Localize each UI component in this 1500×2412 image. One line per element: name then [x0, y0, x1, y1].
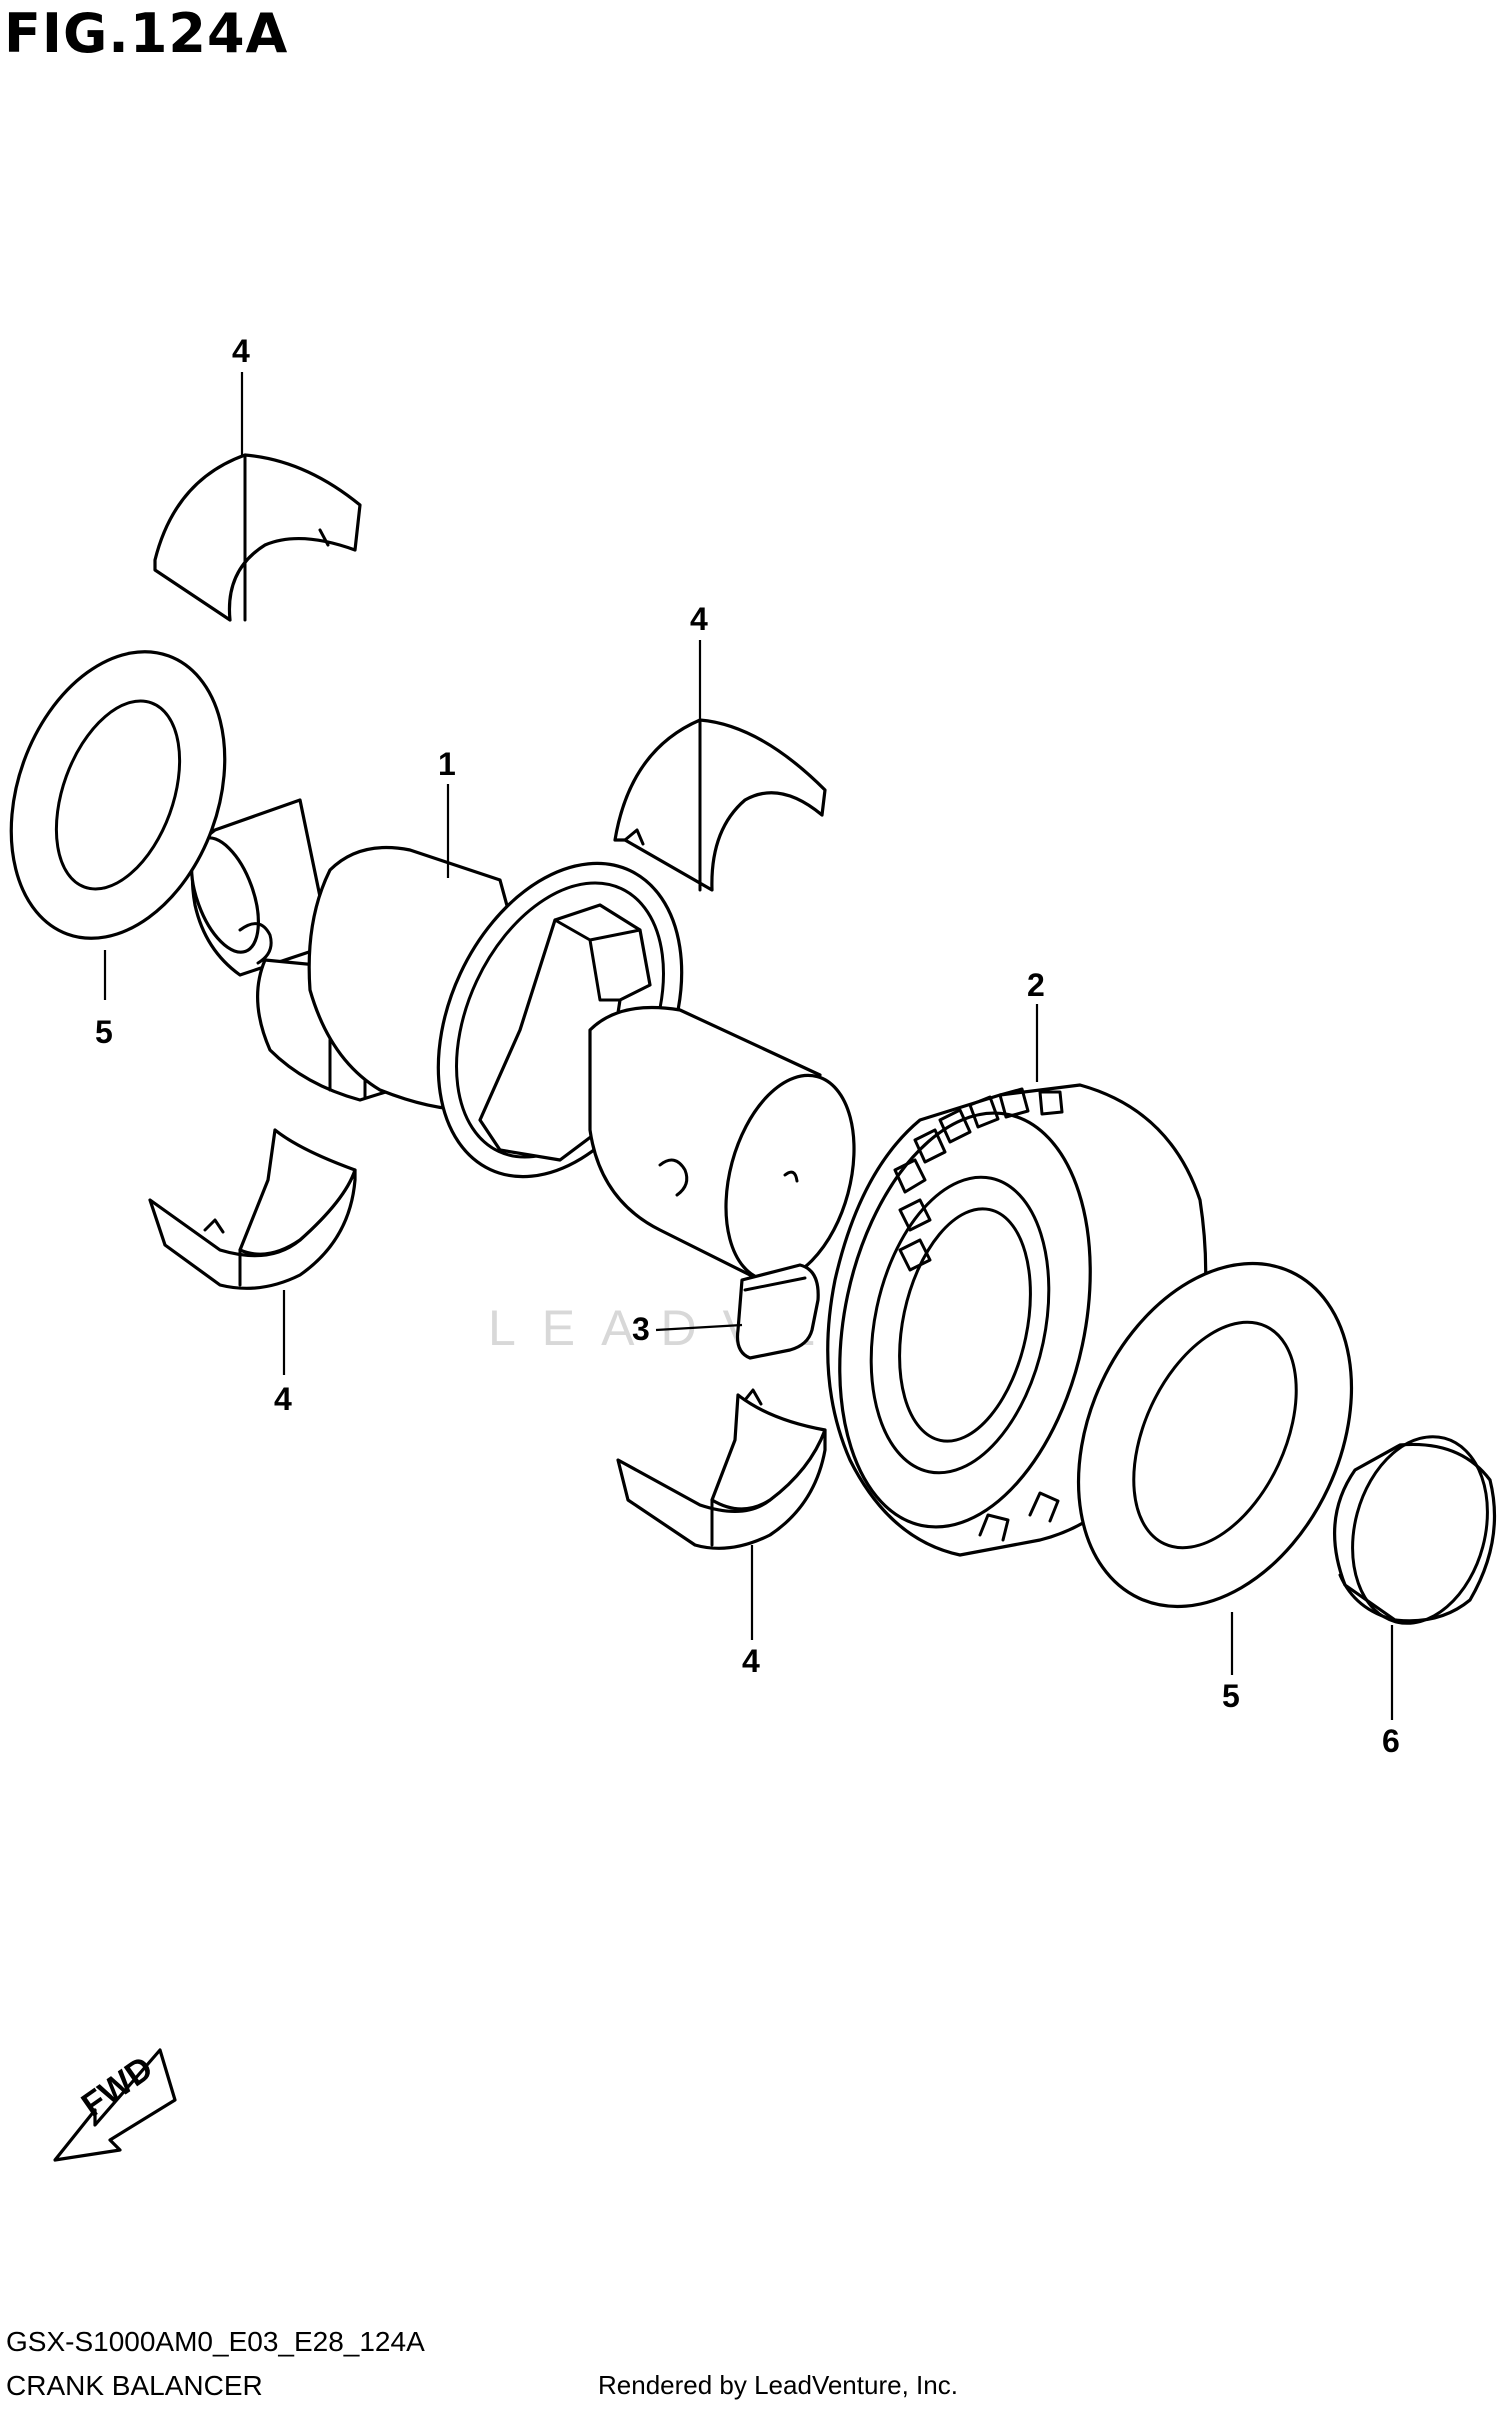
cap-part-6	[1332, 1435, 1497, 1625]
callout-5-left: 5	[95, 1014, 113, 1050]
callout-2: 2	[1027, 967, 1045, 1003]
figure-name: CRANK BALANCER	[6, 2370, 263, 2401]
rendered-by: Rendered by LeadVenture, Inc.	[598, 2370, 958, 2400]
leader-lines	[103, 372, 1394, 1720]
key-part-3	[735, 1263, 820, 1360]
callout-3: 3	[632, 1311, 650, 1347]
figure-code: GSX-S1000AM0_E03_E28_124A	[6, 2326, 425, 2357]
callout-4-lower-left: 4	[274, 1381, 292, 1417]
callout-4-mid: 4	[690, 601, 708, 637]
bearing-part-4-lower-left	[148, 1128, 357, 1290]
figure-title: FIG.124A	[4, 2, 289, 65]
callout-5-right: 5	[1222, 1678, 1240, 1714]
bearing-part-4-lower-right	[616, 1388, 827, 1550]
callout-4-top: 4	[232, 333, 250, 369]
callout-4-lower-right: 4	[742, 1643, 760, 1679]
thrust-washer-part-5-left	[9, 650, 227, 940]
bearing-part-4-mid	[613, 718, 827, 892]
bearing-part-4-top	[153, 453, 362, 622]
fwd-arrow: FWD	[53, 2048, 177, 2162]
callout-1: 1	[438, 746, 456, 782]
callout-6: 6	[1382, 1723, 1400, 1759]
balancer-shaft-part-1	[190, 798, 856, 1283]
thrust-washer-part-5-right	[1076, 1261, 1354, 1609]
